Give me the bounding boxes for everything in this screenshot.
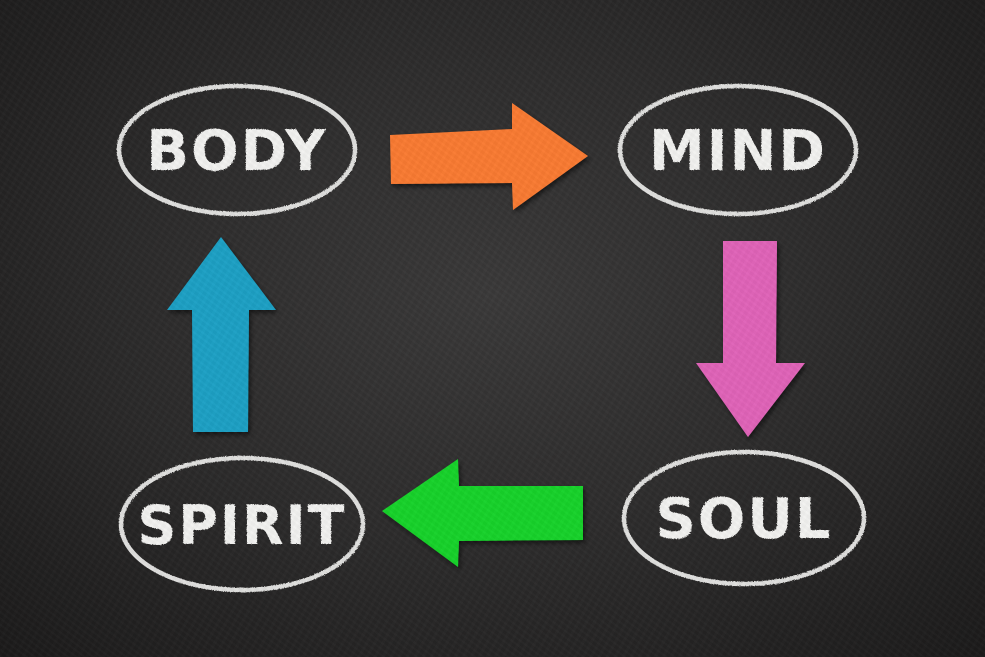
node-body-label: BODY: [146, 119, 327, 184]
arrow-body-to-mind: [390, 103, 588, 210]
arrow-mind-to-soul: [696, 241, 805, 437]
node-spirit-label: SPIRIT: [137, 494, 346, 557]
node-soul-ellipse: [621, 449, 867, 587]
node-mind-ellipse: [617, 83, 859, 217]
node-soul: SOUL: [621, 449, 867, 587]
node-body-ellipse: [116, 83, 358, 217]
arrow-soul-to-spirit: [382, 459, 583, 567]
node-spirit-ellipse: [118, 455, 366, 593]
node-mind: MIND: [617, 83, 859, 217]
node-spirit: SPIRIT: [118, 455, 366, 593]
node-mind-label: MIND: [649, 119, 827, 184]
arrow-spirit-to-body: [167, 237, 276, 432]
node-body: BODY: [116, 83, 358, 217]
node-soul-label: SOUL: [655, 487, 832, 552]
